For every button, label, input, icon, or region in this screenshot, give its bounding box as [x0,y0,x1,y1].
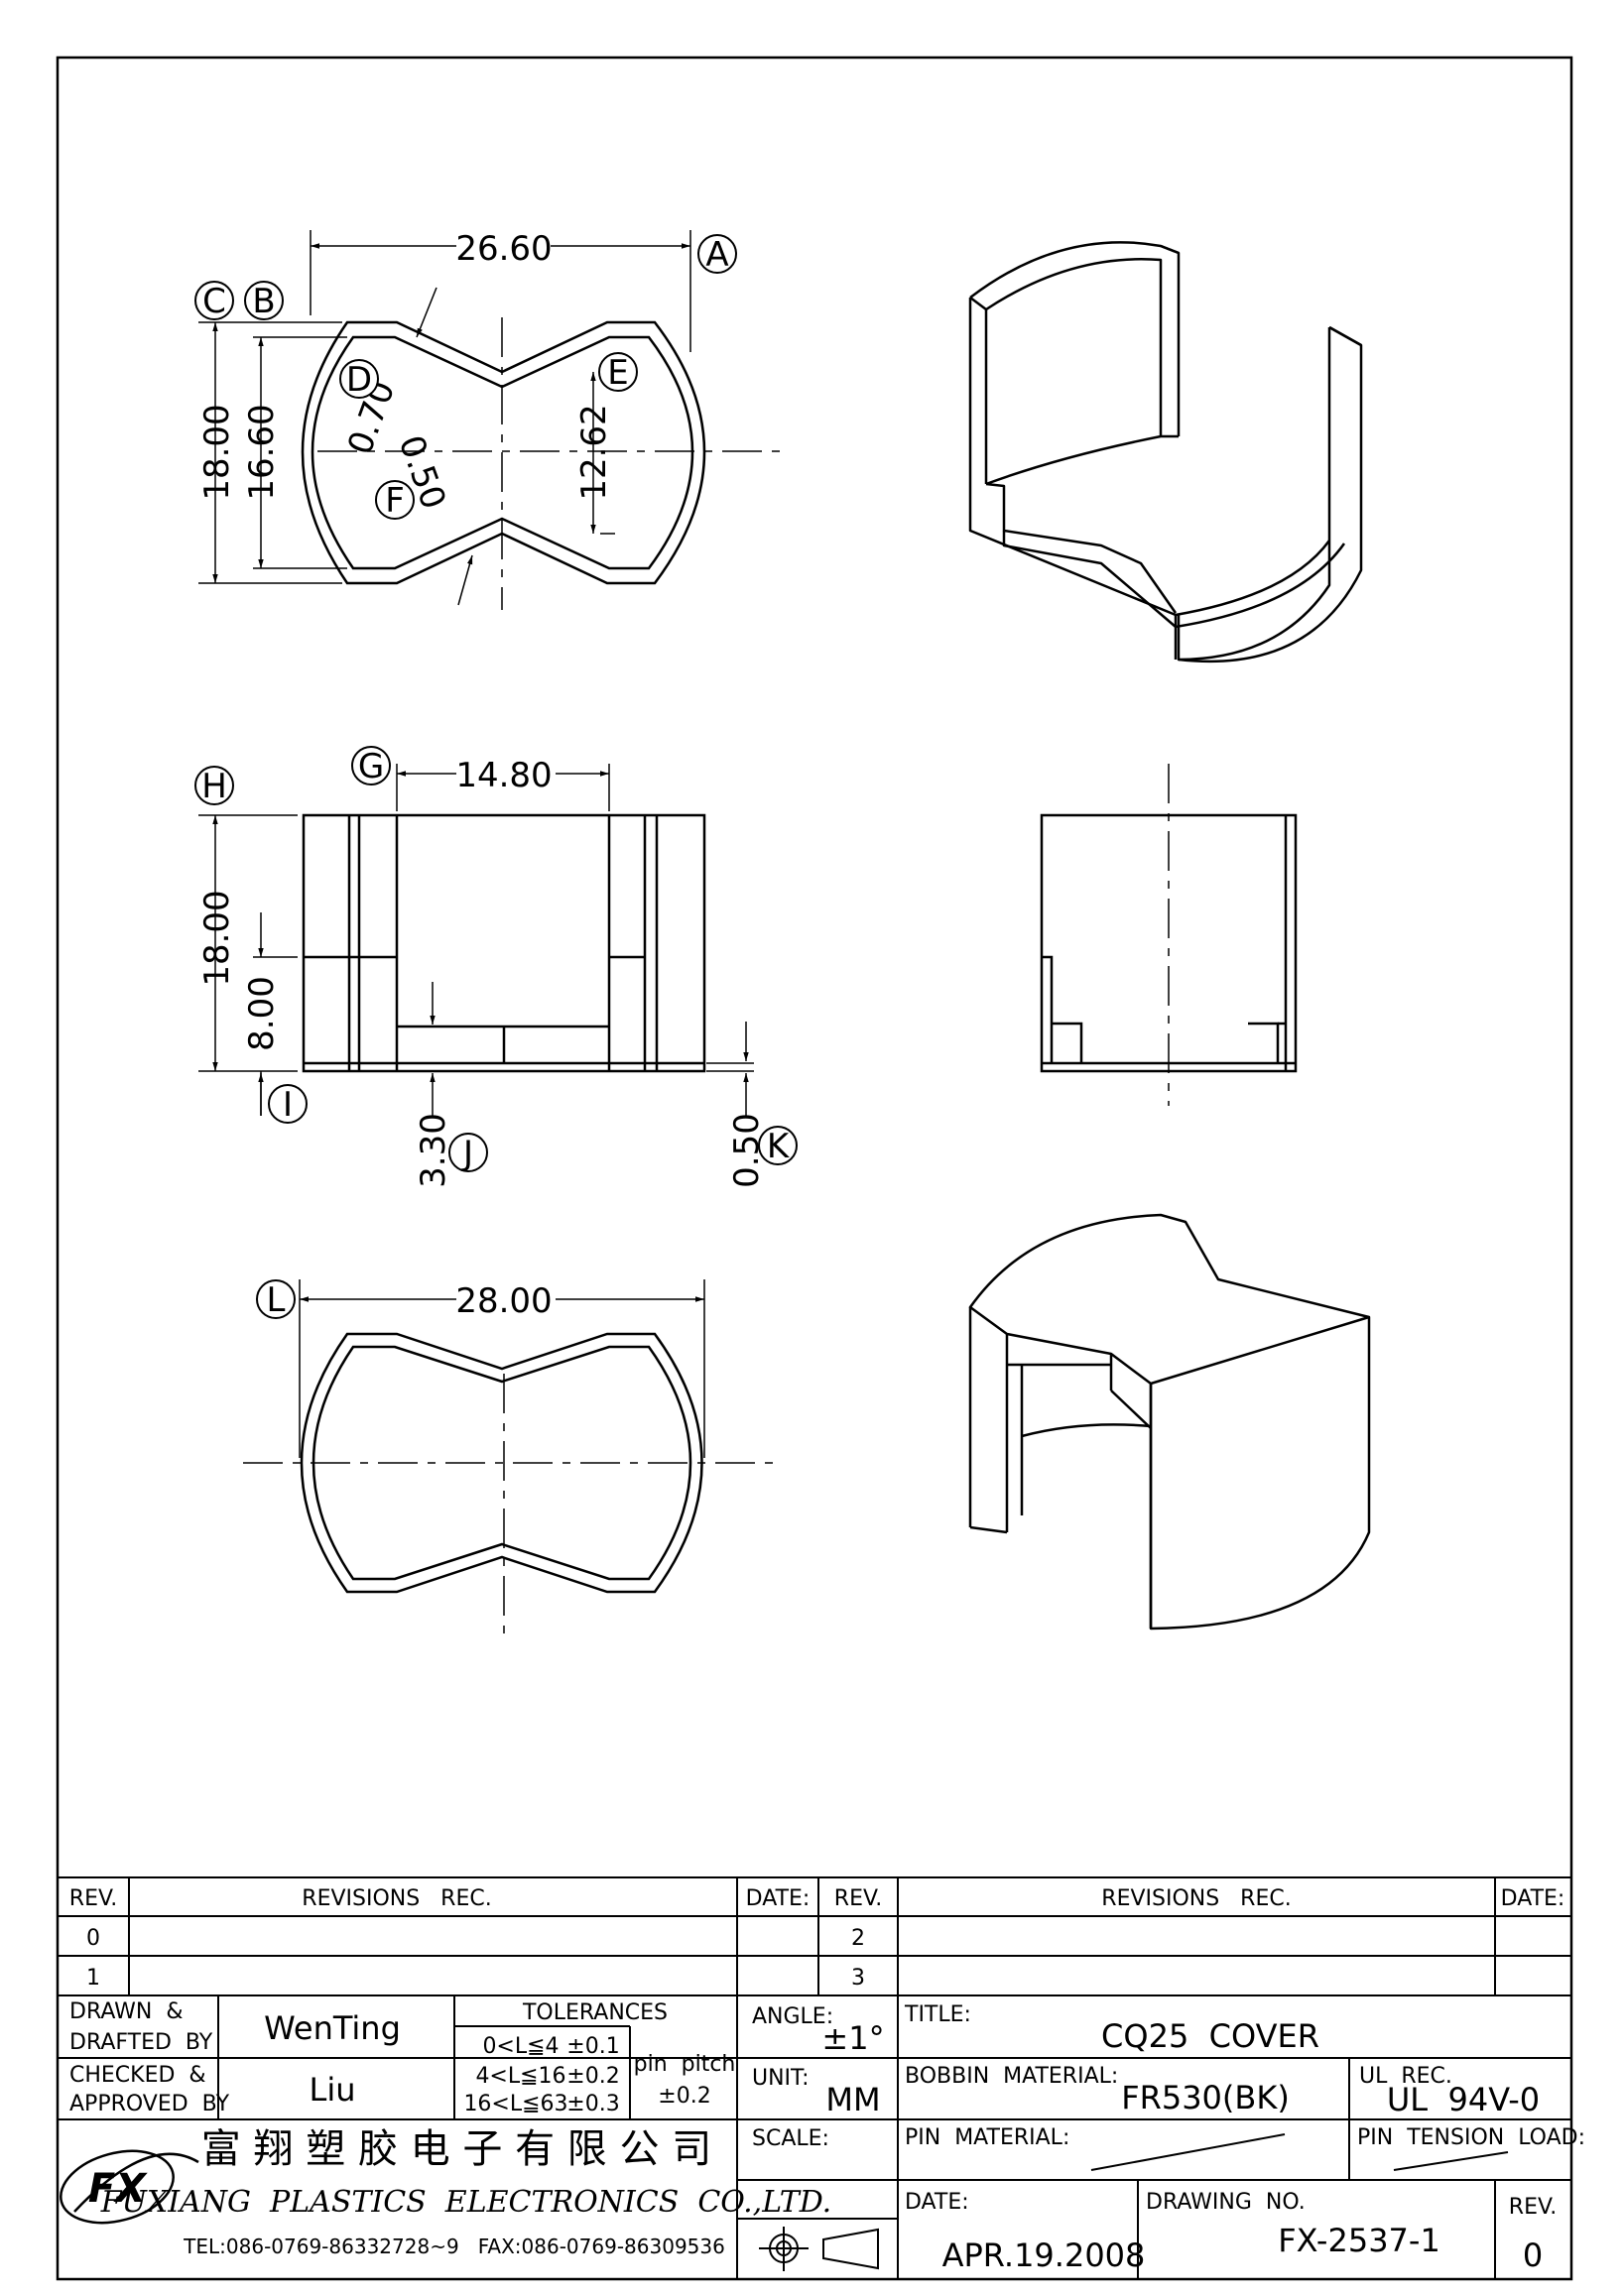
date-header-right: DATE: [1501,1886,1565,1911]
front-view [198,764,754,1116]
top-dim-waist-text: 12.62 [574,404,614,500]
pin-tension-blank [1393,2151,1509,2171]
label-c-balloon: C [194,281,234,321]
company-name-cn: 富 翔 塑 胶 电 子 有 限 公 司 [201,2126,711,2172]
svg-text:K: K [767,1127,791,1166]
checked-label: CHECKED & [69,2063,206,2088]
company-name-en: FUXIANG PLASTICS ELECTRONICS CO.,LTD. [100,2185,831,2220]
top-view-outer-profile [301,320,706,585]
rev-header-right: REV. [834,1886,882,1911]
bobbin-material-label: BOBBIN MATERIAL: [905,2064,1118,2089]
label-e-balloon: E [598,352,638,393]
drawing-no-label: DRAWING NO. [1146,2190,1306,2215]
rev-row-2: 2 [851,1926,865,1951]
pin-pitch-value: ±0.2 [658,2084,710,2109]
tolerance-value-0: ±0.1 [566,2034,619,2059]
date-value: APR.19.2008 [942,2236,1146,2274]
pin-pitch-label: pin pitch [634,2052,736,2077]
front-dim-gap-text: 14.80 [455,756,552,795]
svg-text:G: G [358,747,384,786]
date-header-left: DATE: [746,1886,811,1911]
front-dim-mid-text: 8.00 [242,976,282,1051]
svg-text:F: F [385,481,405,521]
revision-table [58,1876,1571,1996]
svg-text:E: E [607,353,628,393]
label-k-balloon: K [758,1126,798,1166]
tolerance-range-0: 0<L≦4 [482,2034,559,2059]
company-logo-letters: FX [88,2166,148,2212]
label-a-balloon: A [697,234,737,275]
top-dim-outer-height-text: 18.00 [197,404,237,500]
ul-rec-value: UL 94V-0 [1387,2081,1540,2118]
rev-row-3: 3 [851,1966,865,1991]
title-label: TITLE: [904,2002,971,2027]
rev-header-left: REV. [69,1886,117,1911]
pin-tension-label: PIN TENSION LOAD: [1357,2125,1585,2150]
front-dim-height-text: 18.00 [197,890,237,986]
isometric-view-closed [968,1213,1371,1631]
rev-value: 0 [1523,2236,1543,2274]
label-b-balloon: B [244,281,284,321]
title-block-grid [58,1995,1571,2279]
svg-text:L: L [267,1280,286,1320]
angle-value: ±1° [821,2019,884,2057]
approved-label: APPROVED BY [69,2092,230,2116]
svg-text:A: A [705,235,728,275]
label-g-balloon: G [351,746,391,786]
unit-value: MM [825,2081,880,2118]
title-value: CQ25 COVER [1101,2017,1319,2055]
svg-text:C: C [202,282,226,321]
svg-text:D: D [346,360,372,400]
company-contact: TEL:086-0769-86332728~9 FAX:086-0769-863… [183,2235,725,2258]
label-j-balloon: J [448,1133,488,1173]
tolerance-value-2: ±0.3 [566,2092,619,2116]
drawn-value: WenTing [264,2009,401,2047]
checked-value: Liu [310,2071,356,2109]
label-h-balloon: H [194,766,234,806]
drafted-label: DRAFTED BY [69,2030,213,2055]
label-i-balloon: I [268,1084,308,1125]
tolerances-title: TOLERANCES [522,2000,668,2025]
angle-label: ANGLE: [752,2004,833,2029]
bottom-dim-width-text: 28.00 [455,1281,552,1321]
label-d-balloon: D [339,359,379,400]
date-label: DATE: [905,2190,969,2215]
top-dim-width-text: 26.60 [455,229,552,269]
svg-text:I: I [283,1085,293,1125]
side-view [1040,764,1298,1106]
projection-symbol [759,2227,879,2271]
tolerance-value-1: ±0.2 [566,2064,619,2089]
unit-label: UNIT: [752,2066,809,2091]
top-view [198,230,782,610]
tolerance-range-1: 4<L≦16 [475,2064,565,2089]
tolerance-range-2: 16<L≦63 [463,2092,567,2116]
ul-rec-label: UL REC. [1359,2064,1452,2089]
svg-text:J: J [461,1134,473,1173]
bobbin-material-value: FR530(BK) [1121,2079,1290,2116]
company-logo [60,2149,199,2225]
drawn-label: DRAWN & [69,1999,184,2024]
top-dim-inner-height-text: 16.60 [242,404,282,500]
isometric-view-open [968,241,1363,664]
top-view-inner-profile [311,335,694,570]
sheet-border [56,56,1573,2281]
revisions-header-right: REVISIONS REC. [1101,1886,1291,1911]
scale-label: SCALE: [752,2126,829,2151]
rev-row-0: 0 [86,1926,100,1951]
revisions-header-left: REVISIONS REC. [302,1886,491,1911]
front-dim-floor-text: 3.30 [414,1113,453,1188]
bottom-view [243,1279,782,1636]
label-l-balloon: L [256,1279,296,1320]
pin-material-label: PIN MATERIAL: [905,2125,1069,2150]
pin-material-blank [1090,2133,1286,2171]
drawing-no-value: FX-2537-1 [1278,2222,1440,2259]
rev-row-1: 1 [86,1966,100,1991]
label-f-balloon: F [375,480,415,521]
svg-text:B: B [252,282,275,321]
svg-text:H: H [201,767,227,806]
rev-label: REV. [1509,2195,1557,2220]
